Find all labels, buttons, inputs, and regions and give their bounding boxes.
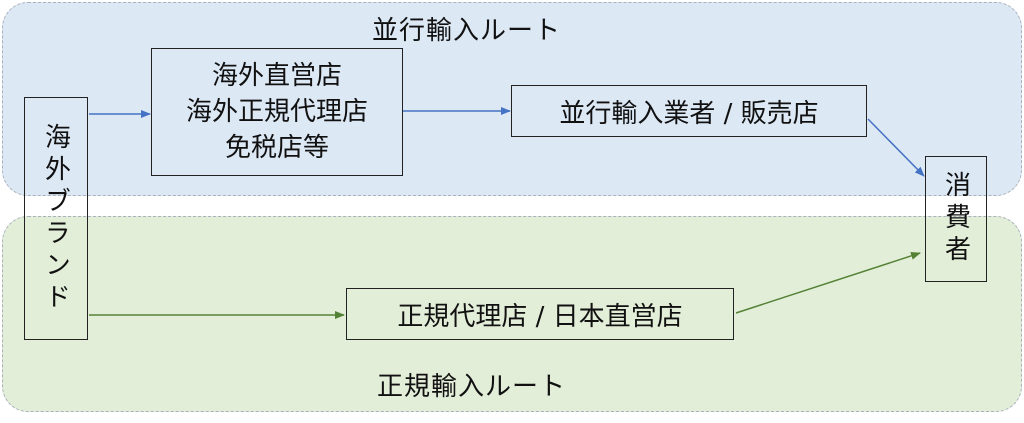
parallel-importer-node: 並行輸入業者 / 販売店 [511, 85, 867, 137]
consumer-node: 消費者 [925, 156, 987, 282]
arrow-official-agent-to-consumer [735, 251, 921, 314]
parallel-route-region [2, 2, 1022, 196]
overseas-brand-node: 海外ブランド [24, 97, 88, 340]
official-route-region [2, 216, 1022, 412]
official-agent-node: 正規代理店 / 日本直営店 [346, 288, 734, 340]
overseas-stores-line: 免税店等 [224, 133, 329, 163]
overseas-stores-line: 海外直営店 [211, 61, 342, 91]
overseas-stores-node: 海外直営店 海外正規代理店 免税店等 [151, 48, 403, 176]
overseas-stores-line: 海外正規代理店 [185, 97, 368, 127]
official-route-label: 正規輸入ルート [377, 372, 567, 402]
parallel-route-label: 並行輸入ルート [372, 16, 562, 46]
arrow-parallel-importer-to-consumer [867, 118, 925, 177]
